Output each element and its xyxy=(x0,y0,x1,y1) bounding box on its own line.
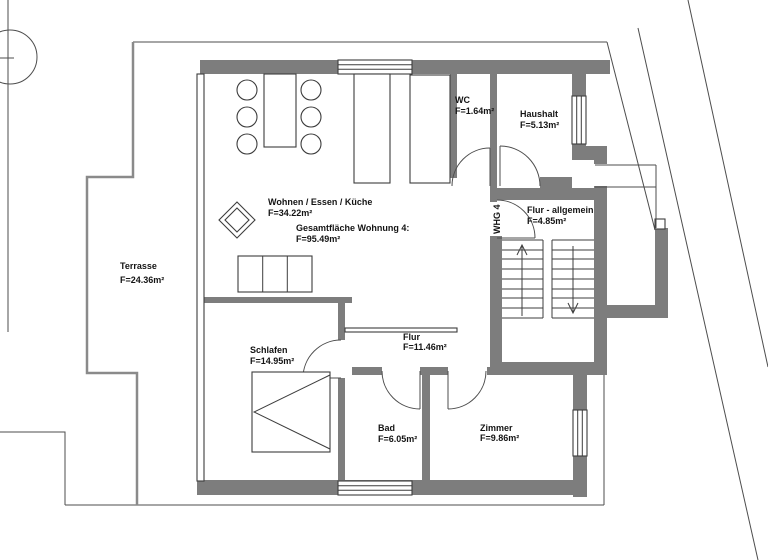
room-area: F=1.64m² xyxy=(455,106,494,116)
glass-facade-west xyxy=(196,73,205,482)
label-haushalt: Haushalt F=5.13m² xyxy=(520,109,559,130)
room-area: F=24.36m² xyxy=(120,275,164,285)
door-zimmer xyxy=(447,370,487,410)
decor-diamond xyxy=(218,201,256,239)
door-wc xyxy=(451,147,491,187)
room-area: F=11.46m² xyxy=(403,342,447,352)
window-haushalt-right xyxy=(571,95,587,145)
terrace-outline xyxy=(85,42,139,505)
room-name: Flur xyxy=(403,332,420,342)
room-name: Gesamtfläche Wohnung 4: xyxy=(296,223,409,233)
sofa xyxy=(237,255,313,293)
room-area: F=5.13m² xyxy=(520,120,559,130)
room-area: F=34.22m² xyxy=(268,208,312,218)
room-name: WC xyxy=(455,95,470,105)
label-wc: WC F=1.64m² xyxy=(455,95,494,116)
room-name: Flur - allgemein xyxy=(527,205,594,215)
kitchen-counter xyxy=(353,73,451,184)
door-bad xyxy=(381,370,421,410)
window-kitchen-top xyxy=(337,59,413,75)
room-name: Haushalt xyxy=(520,109,558,119)
furniture xyxy=(218,73,451,453)
room-name: Terrasse xyxy=(120,261,157,271)
room-area: F=6.05m² xyxy=(378,434,417,444)
room-area: F=4.85m² xyxy=(527,216,566,226)
property-boundary-left xyxy=(0,0,66,505)
building-entrance xyxy=(594,164,657,228)
label-terrasse: Terrasse F=24.36m² xyxy=(120,261,164,285)
room-labels: WC F=1.64m² Haushalt F=5.13m² Wohnen / E… xyxy=(120,95,594,444)
interior-walls xyxy=(200,74,607,480)
label-whg4: WHG 4 xyxy=(492,204,502,234)
post-icon xyxy=(654,218,666,230)
label-bad: Bad F=6.05m² xyxy=(378,423,417,444)
room-name: Schlafen xyxy=(250,345,288,355)
stair-down-arrow-icon xyxy=(567,246,579,315)
label-flur: Flur F=11.46m² xyxy=(403,332,447,352)
windows xyxy=(196,59,588,496)
window-bad-bottom xyxy=(337,480,413,496)
door-apartment-entry xyxy=(496,199,536,239)
label-zimmer: Zimmer F=9.86m² xyxy=(480,423,519,443)
corridor-ledge xyxy=(344,327,458,333)
label-schlafen: Schlafen F=14.95m² xyxy=(250,345,294,366)
bed xyxy=(251,371,331,453)
label-wohnen: Wohnen / Essen / Küche F=34.22m² xyxy=(268,197,372,218)
label-gesamtflaeche: Gesamtfläche Wohnung 4: F=95.49m² xyxy=(296,223,409,244)
window-zimmer-right xyxy=(572,409,588,457)
staircase xyxy=(502,239,594,319)
room-area: F=14.95m² xyxy=(250,356,294,366)
dining-table xyxy=(263,73,297,148)
label-flur-allgemein: Flur - allgemein F=4.85m² xyxy=(527,205,594,226)
apartment-tag: WHG 4 xyxy=(492,204,502,234)
room-name: Zimmer xyxy=(480,423,513,433)
stair-treads xyxy=(502,239,594,319)
dining-chairs xyxy=(236,79,322,155)
door-haushalt xyxy=(499,145,541,187)
property-boundary-right xyxy=(637,0,768,560)
room-name: Wohnen / Essen / Küche xyxy=(268,197,372,207)
room-area: F=9.86m² xyxy=(480,433,519,443)
stair-up-arrow-icon xyxy=(516,243,528,316)
survey-point-icon xyxy=(0,29,38,85)
room-name: Bad xyxy=(378,423,395,433)
room-area: F=95.49m² xyxy=(296,234,340,244)
